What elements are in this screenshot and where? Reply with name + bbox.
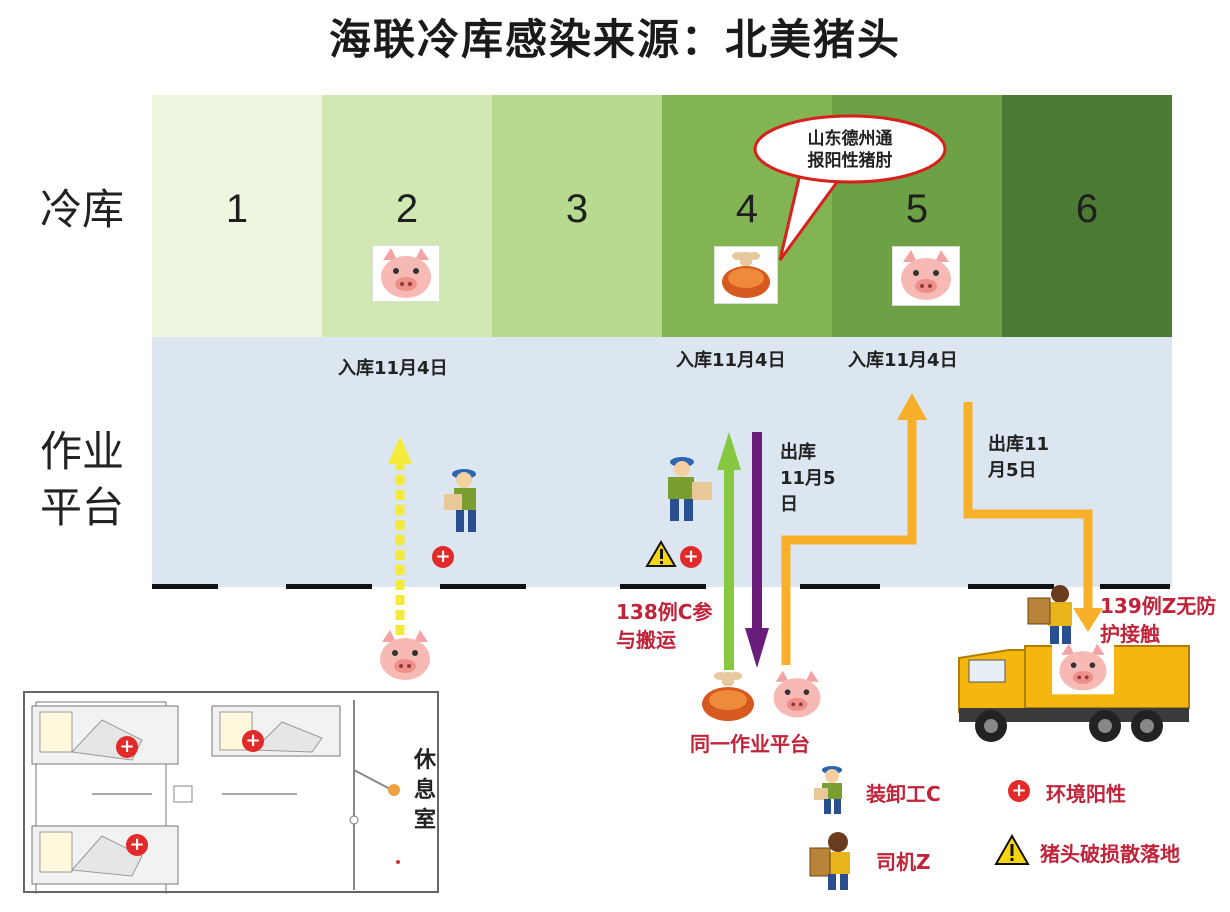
orange-arrow-to-truck xyxy=(963,402,1093,610)
legend-env-positive-label: 环境阳性 xyxy=(1046,782,1126,806)
callout-line-1: 山东德州通 xyxy=(807,129,893,149)
room-number: 6 xyxy=(1075,187,1099,231)
rest-room-char: 室 xyxy=(413,808,436,833)
environment-positive-icon: + xyxy=(680,546,702,568)
platform-edge-dash xyxy=(968,584,1054,589)
rest-room-char: 息 xyxy=(413,778,436,803)
loader-worker-icon xyxy=(814,766,842,814)
loader-worker-icon xyxy=(668,457,712,521)
platform-edge-dash xyxy=(286,584,372,589)
room-number: 1 xyxy=(225,187,249,231)
room-number: 4 xyxy=(735,187,759,231)
cold-room-6: 6 xyxy=(1002,95,1172,337)
row-label-cold-storage: 冷库 xyxy=(40,185,125,234)
environment-positive-icon: + xyxy=(126,834,148,856)
outbound-room4-line2: 11月5 xyxy=(780,468,836,489)
page-title: 海联冷库感染来源：北美猪头 xyxy=(328,15,901,64)
storage-in-label-room2: 入库11月4日 xyxy=(338,358,448,379)
same-platform-label: 同一作业平台 xyxy=(690,732,810,756)
orange-arrow-to-room5 xyxy=(781,418,917,665)
environment-positive-icon: + xyxy=(432,546,454,568)
pig-head-icon xyxy=(773,670,821,718)
orange-arrowhead-down xyxy=(1073,608,1103,632)
green-arrow xyxy=(717,432,741,670)
cold-room-3: 3 xyxy=(492,95,662,337)
yellow-arrow xyxy=(388,436,412,635)
pig-head-icon xyxy=(380,630,430,680)
legend-driver-label: 司机Z xyxy=(876,850,931,874)
driver-icon xyxy=(1027,585,1072,644)
pork-hock-icon xyxy=(702,672,754,721)
rest-room-label: 休 息 室 xyxy=(412,746,438,836)
outbound-room6-line1: 出库11 xyxy=(988,434,1050,455)
storage-in-label-room5: 入库11月4日 xyxy=(848,350,958,371)
platform-edge-dash xyxy=(1100,584,1170,589)
purple-arrow xyxy=(745,432,769,668)
warning-icon xyxy=(994,834,1030,865)
room-number: 2 xyxy=(395,187,419,231)
speech-callout-shape xyxy=(753,114,947,261)
platform-edge-dash xyxy=(800,584,880,589)
outbound-room4-line3: 日 xyxy=(780,494,798,515)
row-label-platform-1: 作业 xyxy=(40,427,125,476)
case-c-label: 138例C参 与搬运 xyxy=(616,598,712,654)
platform-edge-dash xyxy=(620,584,706,589)
warning-icon xyxy=(645,540,677,567)
room-number: 3 xyxy=(565,187,589,231)
driver-icon xyxy=(809,832,850,890)
row-label-platform-2: 平台 xyxy=(40,483,125,532)
legend-damaged-label: 猪头破损散落地 xyxy=(1040,842,1180,866)
outbound-room6-line2: 月5日 xyxy=(988,460,1037,481)
pig-head-icon xyxy=(1052,641,1114,695)
pig-head-icon xyxy=(372,245,440,302)
orange-arrowhead-up xyxy=(897,393,927,420)
environment-positive-icon: + xyxy=(242,730,264,752)
platform-edge-dash xyxy=(152,584,218,589)
pork-hock-icon xyxy=(714,246,778,304)
environment-positive-icon: + xyxy=(1008,780,1030,802)
case-c-line1: 138例C参 xyxy=(616,600,713,624)
loader-worker-icon xyxy=(444,469,476,532)
room-number: 5 xyxy=(905,187,929,231)
pig-head-icon xyxy=(892,246,960,306)
case-z-label: 139例Z无防 护接触 xyxy=(1100,592,1216,648)
storage-in-label-room4: 入库11月4日 xyxy=(676,350,786,371)
legend-loader-label: 装卸工C xyxy=(866,782,941,806)
outbound-room4-line1: 出库 xyxy=(780,442,816,463)
rest-room-floor-plan xyxy=(23,691,439,894)
case-z-line2: 护接触 xyxy=(1100,622,1160,646)
platform-edge-dash xyxy=(440,584,526,589)
callout-line-2: 报阳性猪肘 xyxy=(807,151,893,171)
cold-room-1: 1 xyxy=(152,95,322,337)
environment-positive-icon: + xyxy=(116,736,138,758)
outbound-label-room4: 出库 11月5 日 xyxy=(780,440,836,518)
callout-text: 山东德州通 报阳性猪肘 xyxy=(765,128,935,172)
case-z-line1: 139例Z无防 xyxy=(1100,594,1217,618)
rest-room-char: 休 xyxy=(413,748,436,773)
case-c-line2: 与搬运 xyxy=(616,628,676,652)
outbound-label-room6: 出库11 月5日 xyxy=(988,432,1049,484)
